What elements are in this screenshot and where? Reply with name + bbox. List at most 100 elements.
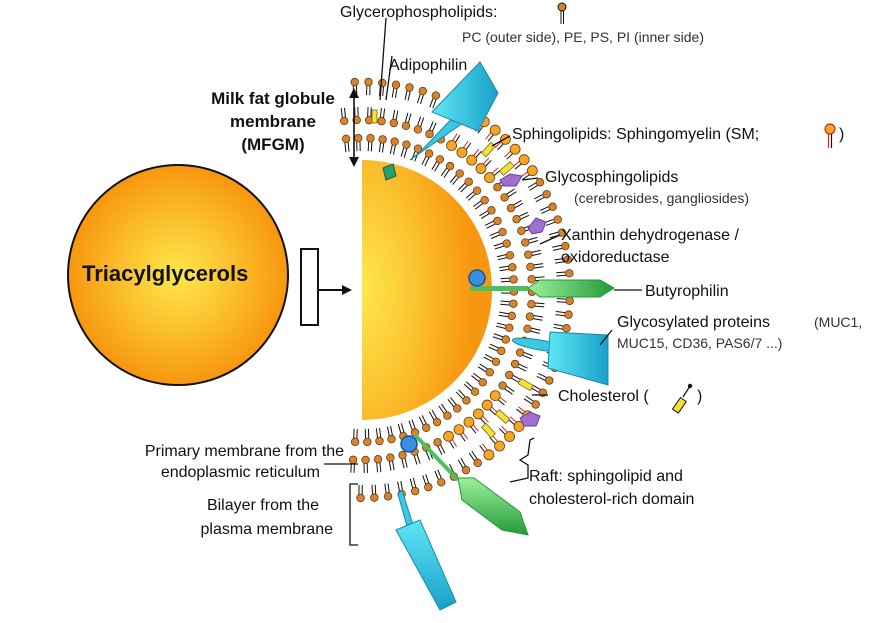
- leader-lines: [324, 17, 642, 546]
- phospholipid: [544, 215, 562, 226]
- phospholipid: [466, 148, 482, 166]
- glycoproteins-label: Glycosylated proteins: [617, 314, 770, 331]
- phospholipid: [521, 236, 539, 247]
- phospholipid: [356, 484, 365, 503]
- phospholipid: [400, 140, 411, 158]
- phospholipid: [417, 86, 428, 105]
- mfgm-label-2: membrane: [230, 112, 316, 131]
- phospholipid: [422, 474, 433, 492]
- phospholipid: [434, 469, 446, 487]
- phospholipid: [363, 428, 372, 447]
- phospholipid: [409, 477, 420, 496]
- glycoprotein-right: [511, 331, 609, 386]
- phospholipid: [340, 107, 349, 126]
- phospholipid: [389, 109, 399, 128]
- triacylglycerols-label: Triacylglycerols: [82, 261, 248, 286]
- phospholipid: [354, 133, 363, 152]
- phospholipid: [485, 124, 501, 142]
- bilayer-label-2: plasma membrane: [201, 521, 334, 538]
- phospholipid: [453, 424, 469, 442]
- cholesterol-close: ): [697, 388, 702, 405]
- phospholipid: [401, 112, 412, 130]
- mfgm-label-3: (MFGM): [241, 135, 304, 154]
- phospholipid: [364, 77, 373, 96]
- sphingomyelin-icon: [824, 123, 836, 148]
- phospholipid: [386, 453, 395, 471]
- mfgm-label-1: Milk fat globule: [211, 89, 335, 108]
- phospholipid: [489, 390, 507, 406]
- phospholipid: [489, 434, 505, 452]
- glycosphingolipid-2: [527, 217, 547, 235]
- phospholipid: [389, 137, 399, 155]
- sphingolipids-close: ): [839, 126, 844, 143]
- phospholipid: [410, 447, 421, 465]
- phospholipid: [418, 415, 431, 432]
- phospholipid: [364, 107, 374, 125]
- fat-globule: Triacylglycerols: [67, 164, 352, 386]
- phospholipid: [458, 177, 473, 193]
- phospholipid: [498, 381, 515, 395]
- phospholipid: [498, 425, 515, 442]
- phospholipid: [449, 169, 464, 185]
- phospholipid: [366, 134, 375, 152]
- phospholipid: [548, 228, 567, 239]
- phospholipid: [463, 381, 480, 396]
- phospholipid: [507, 416, 525, 432]
- phospholipid: [527, 300, 545, 309]
- phospholipid: [475, 157, 492, 174]
- xanthine-label-2: oxidoreductase: [561, 249, 670, 266]
- phospholipid: [421, 149, 434, 167]
- phospholipid: [554, 255, 572, 264]
- phospholipid: [484, 216, 502, 229]
- phospholipid: [457, 457, 471, 475]
- phospholipid: [539, 202, 557, 214]
- phospholipid: [500, 275, 518, 284]
- glycosphingolipid-1: [499, 173, 523, 187]
- phospholipid: [350, 428, 360, 447]
- butyrophilin-protein: [468, 269, 615, 298]
- phospholipid: [378, 135, 387, 153]
- phospholipid: [408, 419, 420, 437]
- zoom-arrow-head: [342, 285, 352, 295]
- phospholipid: [504, 143, 521, 160]
- cholesterol-molecule: [494, 408, 511, 424]
- primary-membrane-label-1: Primary membrane from the: [145, 443, 344, 460]
- phospholipid: [440, 161, 455, 178]
- xanthine-oxidoreductase-bottom: [400, 435, 418, 453]
- phospholipid: [378, 78, 387, 97]
- phospholipid: [465, 186, 482, 201]
- phospholipid: [375, 427, 384, 446]
- sphingolipids-label: Sphingolipids: Sphingomyelin (SM;: [512, 126, 759, 143]
- cholesterol-molecule: [498, 161, 515, 176]
- phospholipid: [553, 323, 571, 333]
- adipophilin-label: Adipophilin: [389, 57, 467, 74]
- phospholipid: [429, 91, 441, 109]
- glycoproteins-detail-2: MUC15, CD36, PAS6/7 ...): [617, 335, 782, 351]
- phospholipid-icon: [557, 2, 567, 24]
- phospholipid: [377, 107, 386, 126]
- raft-label-2: cholesterol-rich domain: [529, 491, 694, 508]
- xanthine-oxidoreductase: [468, 269, 486, 287]
- phospholipid: [483, 353, 501, 367]
- phospholipid: [500, 188, 517, 202]
- phospholipid: [472, 196, 489, 210]
- phospholipid: [391, 80, 401, 98]
- phospholipid: [431, 155, 445, 172]
- phospholipid: [510, 359, 528, 372]
- phospholipid: [496, 322, 514, 333]
- phospholipid: [386, 425, 396, 444]
- glycosphingolipids-detail: (cerebrosides, gangliosides): [574, 190, 749, 206]
- phospholipid: [425, 121, 437, 139]
- phospholipid: [515, 348, 533, 360]
- globule-circle: [67, 164, 289, 386]
- phospholipid: [477, 363, 494, 377]
- phospholipid: [527, 275, 545, 284]
- primary-membrane-label-2: endoplasmic reticulum: [161, 464, 320, 481]
- phospholipid: [479, 443, 495, 461]
- phospholipid: [556, 269, 574, 278]
- phospholipid: [500, 299, 518, 308]
- phospholipid: [413, 116, 425, 134]
- glycosphingolipids-label: Glycosphingolipids: [545, 169, 678, 186]
- cholesterol-molecule: [371, 109, 378, 124]
